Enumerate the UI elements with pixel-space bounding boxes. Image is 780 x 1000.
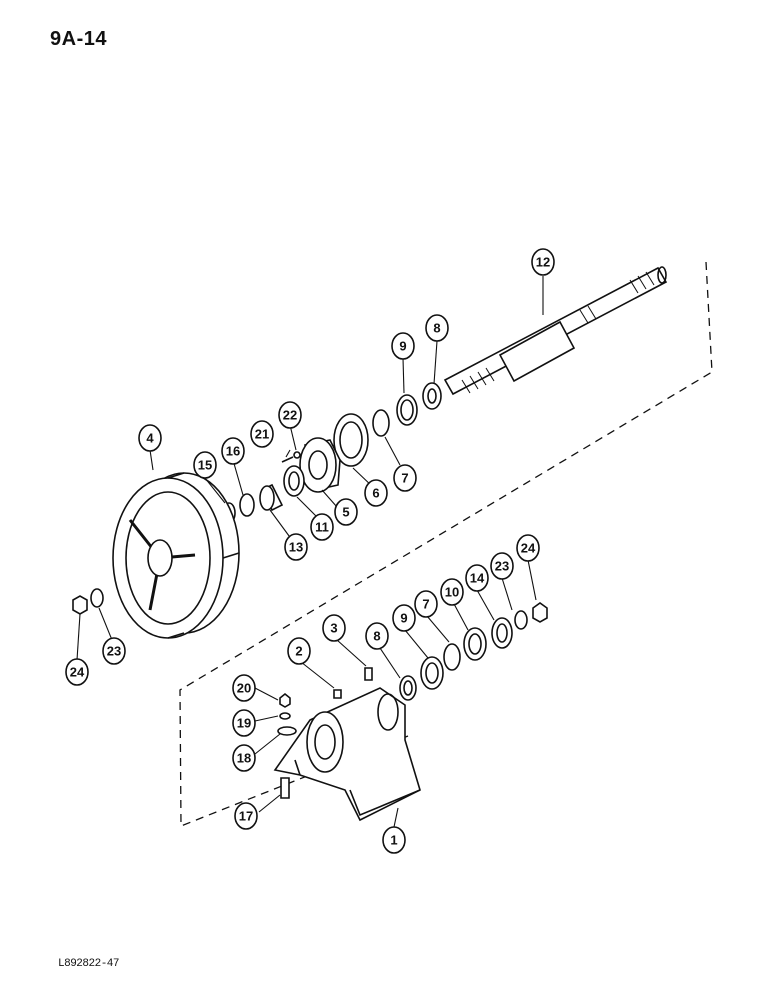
callout-23-right: 23	[490, 552, 514, 580]
drawing-code: L892822-47	[58, 958, 120, 970]
callout-4: 4	[138, 424, 162, 452]
callout-1: 1	[382, 826, 406, 854]
washer-part-23-left	[90, 588, 104, 608]
bearing-cup-part-9-lower	[420, 656, 444, 690]
bushing-part-14	[491, 617, 513, 649]
svg-text:14: 14	[470, 571, 485, 586]
callout-5: 5	[334, 498, 358, 526]
bolt-part-17	[280, 777, 290, 799]
svg-text:8: 8	[373, 629, 380, 644]
svg-text:18: 18	[237, 751, 251, 766]
callout-17: 17	[234, 802, 258, 830]
callout-24-right: 24	[516, 534, 540, 562]
assembly-dashed-outline	[179, 261, 713, 827]
svg-text:8: 8	[433, 321, 440, 336]
fitting-part-3	[364, 667, 373, 681]
gasket-part-6	[333, 413, 369, 467]
support-housing-part-1	[273, 687, 421, 822]
washer-part-22	[293, 451, 301, 459]
washer-part-16	[239, 493, 255, 517]
seal-part-10	[463, 627, 487, 661]
svg-text:6: 6	[372, 486, 379, 501]
nut-part-24-right	[532, 602, 548, 623]
callout-11: 11	[310, 513, 334, 541]
snap-ring-part-7-upper	[372, 409, 390, 437]
svg-text:12: 12	[536, 255, 550, 270]
callout-18: 18	[232, 744, 256, 772]
svg-text:23: 23	[107, 644, 121, 659]
seal-part-11	[283, 465, 305, 497]
svg-text:9: 9	[399, 339, 406, 354]
callout-14: 14	[465, 564, 489, 592]
callout-19: 19	[232, 709, 256, 737]
svg-text:9: 9	[400, 611, 407, 626]
svg-text:2: 2	[295, 644, 302, 659]
callout-9-upper: 9	[391, 332, 415, 360]
callout-12: 12	[531, 248, 555, 276]
callout-16: 16	[221, 437, 245, 465]
bolt-part-21	[281, 456, 294, 463]
svg-text:15: 15	[198, 458, 212, 473]
pulley-part-4	[112, 472, 240, 639]
svg-text:24: 24	[521, 541, 536, 556]
svg-text:24: 24	[70, 665, 85, 680]
svg-text:5: 5	[342, 505, 349, 520]
callout-15: 15	[193, 451, 217, 479]
svg-text:7: 7	[401, 471, 408, 486]
spacer-part-13	[259, 483, 284, 512]
svg-text:1: 1	[390, 833, 397, 848]
callout-8-lower: 8	[365, 622, 389, 650]
washer-part-18	[277, 726, 297, 736]
page-code: 9A-14	[50, 28, 107, 50]
callout-20: 20	[232, 674, 256, 702]
svg-text:10: 10	[445, 585, 459, 600]
nut-part-20	[279, 692, 291, 708]
snap-ring-part-7-lower	[443, 643, 461, 671]
shaft-part-12	[443, 266, 668, 396]
callout-24-left: 24	[65, 658, 89, 686]
washer-part-19	[279, 712, 291, 720]
leader-lines	[76, 276, 544, 828]
svg-text:11: 11	[315, 520, 329, 535]
callout-9-lower: 9	[392, 604, 416, 632]
bearing-cone-part-8-lower	[399, 675, 417, 701]
svg-text:22: 22	[283, 408, 297, 423]
svg-text:7: 7	[422, 597, 429, 612]
callout-2: 2	[287, 637, 311, 665]
svg-text:23: 23	[495, 559, 509, 574]
callout-8-upper: 8	[425, 314, 449, 342]
bearing-housing-part-5	[299, 437, 341, 493]
callout-3: 3	[322, 614, 346, 642]
svg-text:19: 19	[237, 716, 251, 731]
svg-text:20: 20	[237, 681, 251, 696]
bearing-cone-part-8-upper	[422, 382, 442, 410]
callout-13: 13	[284, 533, 308, 561]
callout-7-lower: 7	[414, 590, 438, 618]
svg-text:3: 3	[330, 621, 337, 636]
svg-text:21: 21	[255, 427, 269, 442]
bearing-cup-part-9-upper	[396, 394, 418, 426]
fitting-part-2	[333, 689, 342, 699]
callout-21: 21	[250, 420, 274, 448]
svg-text:16: 16	[226, 444, 240, 459]
callout-22: 22	[278, 401, 302, 429]
callout-10: 10	[440, 578, 464, 606]
svg-text:17: 17	[239, 809, 253, 824]
nut-part-24-left	[72, 595, 88, 615]
callout-23-left: 23	[102, 637, 126, 665]
svg-text:4: 4	[146, 431, 154, 446]
washer-part-23-right	[514, 610, 528, 630]
svg-text:13: 13	[289, 540, 303, 555]
callout-6: 6	[364, 479, 388, 507]
callout-7-upper: 7	[393, 464, 417, 492]
